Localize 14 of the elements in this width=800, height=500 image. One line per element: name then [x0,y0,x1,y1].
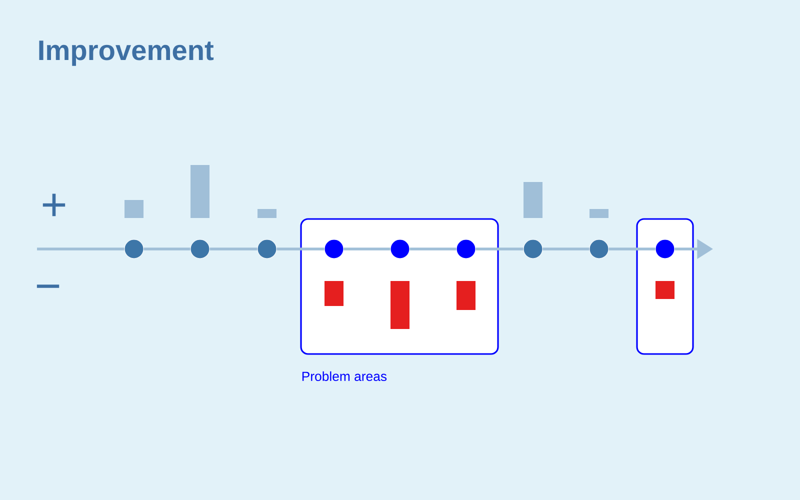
title: Improvement [39,40,214,66]
timeline-dot [257,239,277,259]
timeline-dot [324,239,344,259]
node-label: Problem areas [302,371,387,382]
highlight-box [636,218,694,355]
timeline-dot [523,239,543,259]
timeline-dot [124,239,144,259]
sign-label: + [42,194,66,216]
timeline-dot [655,239,675,259]
timeline-dot [456,239,476,259]
sign-label: − [36,284,60,288]
timeline-dot [589,239,609,259]
timeline-dot [190,239,210,259]
timeline-dot [390,239,410,259]
